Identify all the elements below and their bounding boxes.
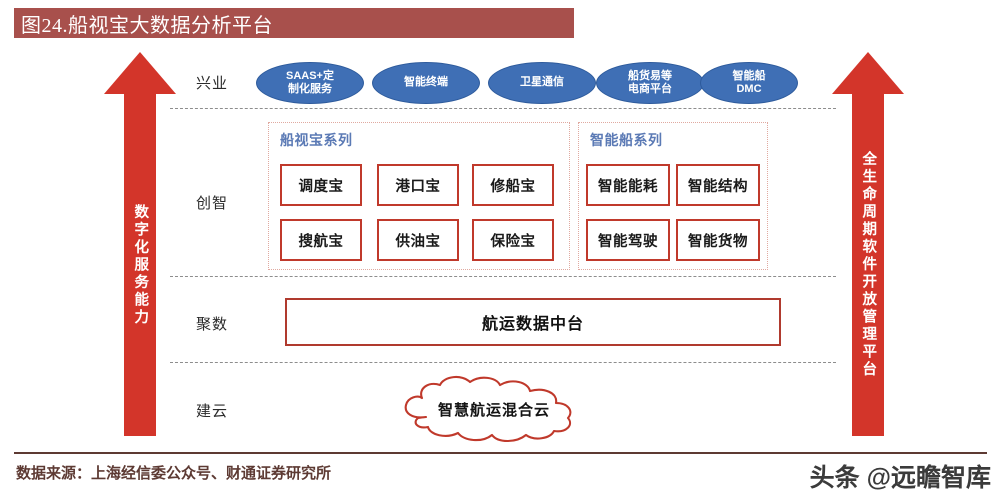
figure-title: 图24.船视宝大数据分析平台 (21, 14, 273, 37)
separator-line (170, 108, 836, 109)
ellipse-text: 智能终端 (404, 76, 448, 89)
source-note: 数据来源：上海经信委公众号、财通证券研究所 (16, 466, 332, 482)
cell-xiuchuanbao[interactable]: 修船宝 (472, 164, 554, 206)
cell-diaoduobao[interactable]: 调度宝 (280, 164, 362, 206)
cloud-label: 智慧航运混合云 (437, 401, 550, 419)
footer-divider (14, 452, 987, 454)
cell-gangkoubao[interactable]: 港口宝 (377, 164, 459, 206)
cell-baoxianbao[interactable]: 保险宝 (472, 219, 554, 261)
band-label-jushu: 聚数 (196, 316, 229, 333)
data-platform-label: 航运数据中台 (481, 316, 584, 333)
cell-souhangbao[interactable]: 搜航宝 (280, 219, 362, 261)
arrow-shaft: 全生命周期软件开放管理平台 (852, 94, 884, 436)
ellipse-text: SAAS+定制化服务 (286, 69, 334, 95)
ellipse-saas-custom-service[interactable]: SAAS+定制化服务 (256, 62, 364, 104)
cell-smart-structure[interactable]: 智能结构 (676, 164, 760, 206)
cell-smart-driving[interactable]: 智能驾驶 (586, 219, 670, 261)
band-label-xingye: 兴业 (196, 75, 229, 92)
arrow-head-icon (832, 52, 904, 94)
separator-line (170, 276, 836, 277)
hybrid-cloud-shape[interactable]: 智慧航运混合云 (388, 373, 594, 445)
right-arrow-label: 全生命周期软件开放管理平台 (860, 151, 877, 379)
watermark-label: 头条 @远瞻智库 (809, 464, 991, 492)
cell-smart-energy[interactable]: 智能能耗 (586, 164, 670, 206)
ellipse-ecommerce-platform[interactable]: 船货易等电商平台 (596, 62, 704, 104)
ellipse-satellite-comm[interactable]: 卫星通信 (488, 62, 596, 104)
group-title-chuanshibao: 船视宝系列 (280, 132, 353, 148)
group-title-smart-ship: 智能船系列 (590, 132, 663, 148)
cloud-icon (404, 376, 572, 443)
cell-smart-cargo[interactable]: 智能货物 (676, 219, 760, 261)
band-label-chuangzhi: 创智 (196, 195, 229, 212)
figure-title-bar: 图24.船视宝大数据分析平台 (14, 8, 574, 38)
separator-line (170, 362, 836, 363)
data-platform-box[interactable]: 航运数据中台 (285, 298, 781, 346)
ellipse-text: 卫星通信 (520, 76, 564, 89)
arrow-head-icon (104, 52, 176, 94)
left-capability-arrow: 数字化服务能力 (104, 52, 176, 436)
cell-gongyoubao[interactable]: 供油宝 (377, 219, 459, 261)
left-arrow-label: 数字化服务能力 (132, 203, 149, 327)
arrow-shaft: 数字化服务能力 (124, 94, 156, 436)
ellipse-text: 船货易等电商平台 (628, 69, 672, 95)
band-label-jianyun: 建云 (196, 403, 229, 420)
right-platform-arrow: 全生命周期软件开放管理平台 (832, 52, 904, 436)
ellipse-smart-terminal[interactable]: 智能终端 (372, 62, 480, 104)
